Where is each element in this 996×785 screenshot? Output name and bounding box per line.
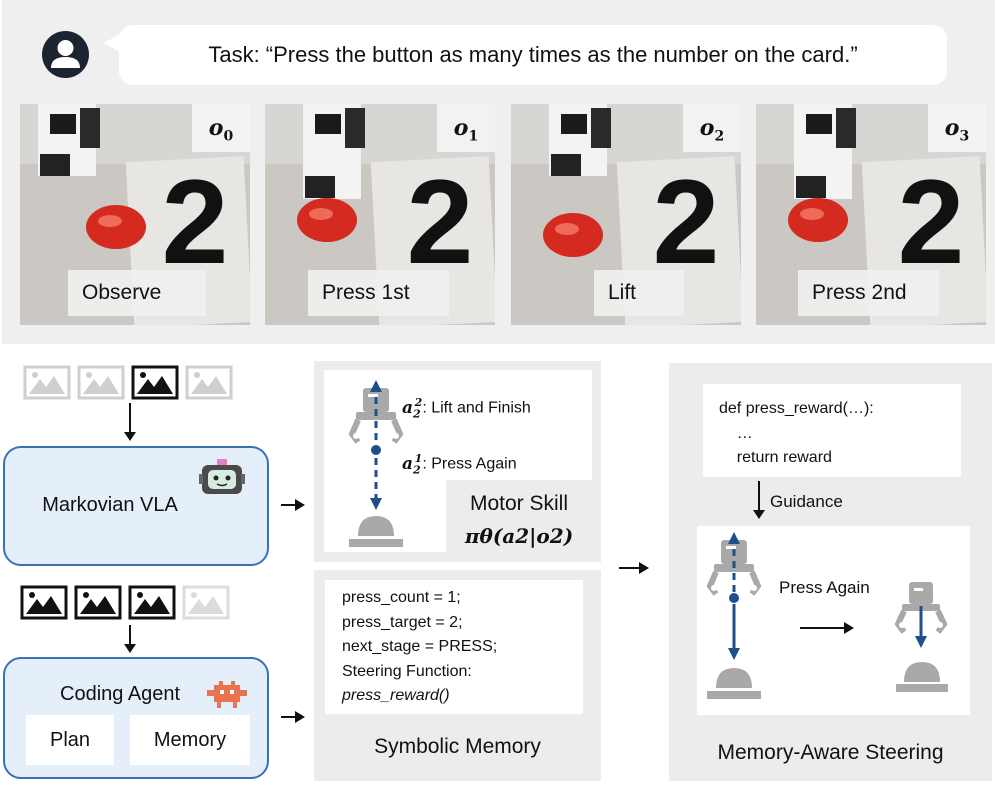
press-again-label: Press Again <box>779 578 870 597</box>
observation-tag: o3 <box>928 104 986 152</box>
down-arrow <box>124 625 136 653</box>
steering-function-name: press_reward() <box>342 687 450 704</box>
phase-label: Press 1st <box>308 270 449 316</box>
action-a22-label: a22: Lift and Finish <box>402 396 531 421</box>
code-line: return reward <box>719 449 832 466</box>
steering-code-card <box>703 384 961 477</box>
speech-bubble <box>119 25 947 85</box>
user-avatar-icon <box>42 31 89 78</box>
right-arrow <box>281 499 305 511</box>
action-a12-label: a21: Press Again <box>402 452 517 477</box>
guidance-arrow <box>753 481 765 519</box>
plan-box: Plan <box>26 715 114 765</box>
history-frame-icon <box>74 585 122 620</box>
memory-line: next_stage = PRESS; <box>342 638 498 655</box>
code-line: def press_reward(…): <box>719 400 874 417</box>
memory-line: Steering Function: <box>342 662 472 680</box>
symbolic-memory-card <box>325 580 583 714</box>
motor-skill-title-box <box>446 480 592 552</box>
speech-bubble-tail <box>103 34 121 52</box>
code-line: … <box>719 424 753 442</box>
symbolic-memory-caption: Symbolic Memory <box>374 735 541 758</box>
current-frame-icon <box>131 365 179 400</box>
observation-tag: o2 <box>683 104 741 152</box>
history-frame-icon <box>77 365 125 400</box>
memory-line: press_count = 1; <box>342 589 461 606</box>
agent-bug-icon <box>207 681 247 714</box>
steering-robot-after <box>894 582 948 692</box>
future-frame-icon <box>182 585 230 620</box>
history-frame-icon <box>20 585 68 620</box>
card-number: 2 <box>161 155 229 289</box>
memory-box: Memory <box>130 715 250 765</box>
right-arrow <box>619 562 649 574</box>
markovian-vla-box: Markovian VLA <box>3 446 269 566</box>
phase-label: Lift <box>594 270 684 316</box>
observation-tag: o0 <box>192 104 250 152</box>
down-arrow <box>124 403 136 441</box>
robot-head-icon <box>199 458 245 501</box>
history-frame-icon <box>23 365 71 400</box>
card-number: 2 <box>897 155 965 289</box>
memory-line: press_target = 2; <box>342 613 463 631</box>
steering-code: def press_reward(…): … return reward <box>719 397 874 471</box>
motor-skill-title: Motor Skill <box>469 492 569 515</box>
history-frame-icon <box>128 585 176 620</box>
steering-caption: Memory-Aware Steering <box>717 741 944 764</box>
guidance-label: Guidance <box>770 492 843 511</box>
transition-arrow <box>800 622 854 634</box>
phase-label: Observe <box>68 270 206 316</box>
future-frame-icon <box>185 365 233 400</box>
card-number: 2 <box>406 155 474 289</box>
policy-formula: πθ(a2|o2) <box>464 524 574 548</box>
coding-agent-label: Coding Agent <box>60 683 181 705</box>
steering-robot-before <box>706 532 762 699</box>
card-number: 2 <box>652 155 720 289</box>
motor-skill-robot-diagram <box>348 380 404 547</box>
task-instruction: Task: “Press the button as many times as… <box>208 42 858 67</box>
right-arrow <box>281 711 305 723</box>
symbolic-memory-code: press_count = 1; press_target = 2; next_st… <box>342 586 497 709</box>
phase-label: Press 2nd <box>798 270 939 316</box>
coding-agent-box: Coding Agent Plan Memory <box>3 657 269 779</box>
observation-tag: o1 <box>437 104 495 152</box>
vla-label: Markovian VLA <box>42 494 178 516</box>
